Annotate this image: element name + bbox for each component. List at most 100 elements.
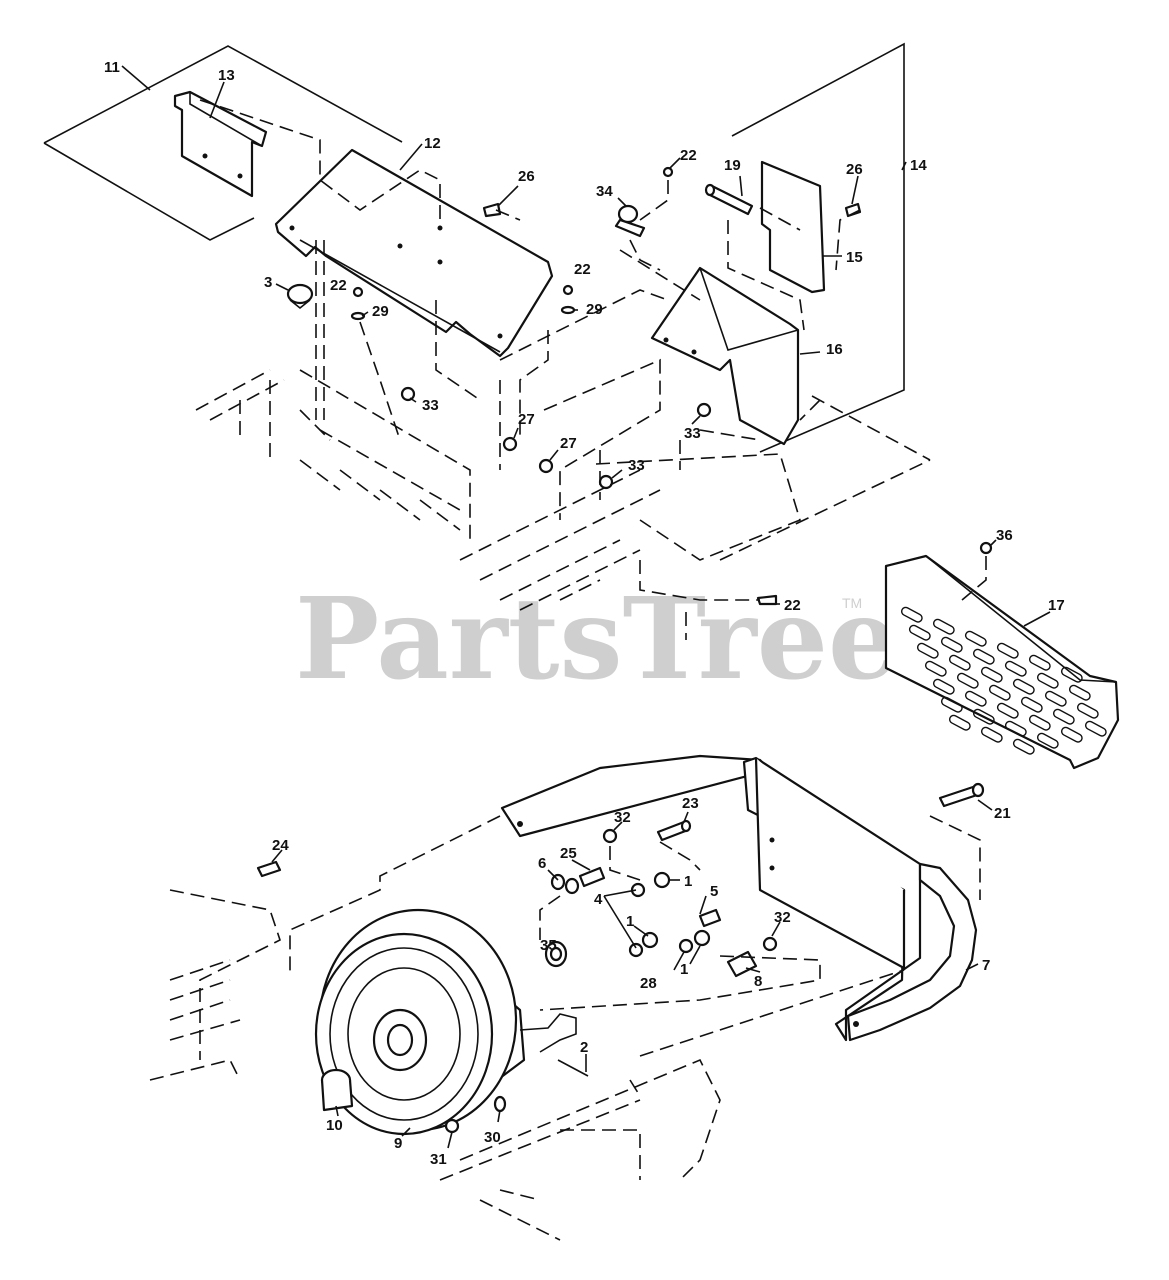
wire-2 (557, 1059, 589, 1077)
washer-29a (350, 311, 366, 321)
callout-13: 13 (218, 67, 235, 84)
grille-slot (1028, 714, 1051, 731)
leader-lines (121, 65, 1051, 1149)
nut-27a (502, 436, 518, 452)
bolt-23 (656, 819, 692, 842)
grille-slot (996, 642, 1019, 659)
washer-29b (560, 305, 576, 315)
callout-29: 29 (586, 301, 603, 318)
knob-3 (286, 283, 314, 310)
plate-15 (760, 160, 826, 294)
grille-slot (1076, 702, 1099, 719)
callout-28: 28 (640, 975, 657, 992)
grille-slot (932, 678, 955, 695)
grille-slot (996, 702, 1019, 719)
grille-slot (988, 684, 1011, 701)
callout-numbers: 11 13 12 26 22 34 19 26 14 15 3 22 29 22… (104, 59, 1065, 1168)
screw-24 (256, 860, 282, 878)
grille-slot (948, 654, 971, 671)
washers-6 (550, 873, 580, 895)
grille-slot (1084, 720, 1107, 737)
screw-36 (979, 541, 993, 555)
grille-slot (908, 624, 931, 641)
callout-14: 14 (910, 157, 927, 174)
nut-32b (762, 936, 778, 952)
grille-slot (1052, 708, 1075, 725)
callout-24: 24 (272, 837, 289, 854)
grille-slot (964, 630, 987, 647)
sleeve-8 (726, 950, 758, 978)
grille-slot (1028, 654, 1051, 671)
grille-slot (1012, 738, 1035, 755)
grille-slot (948, 714, 971, 731)
grille-slot (1036, 732, 1059, 749)
callout-16: 16 (826, 341, 843, 358)
grille-slot (1012, 678, 1035, 695)
screw-22a (662, 166, 674, 178)
grille-slot (980, 666, 1003, 683)
bushing-35 (544, 940, 568, 968)
spacer-4 (628, 882, 646, 958)
callout-11: 11 (104, 59, 120, 76)
nut-32a (602, 828, 618, 844)
grille-slot (964, 690, 987, 707)
callout-26: 26 (846, 161, 863, 178)
washer-1c (693, 929, 711, 947)
bolt-26a (482, 202, 502, 218)
grille-17 (884, 554, 1120, 770)
nut-28 (678, 938, 694, 954)
washer-1b (641, 931, 659, 949)
callout-7: 7 (982, 957, 990, 974)
callout-32: 32 (614, 809, 631, 826)
nut-31 (444, 1118, 460, 1134)
belt-guard-7 (500, 754, 978, 1042)
grille-slot (1060, 726, 1083, 743)
callout-33: 33 (628, 457, 645, 474)
panel-14 (731, 42, 905, 453)
callout-33: 33 (684, 425, 701, 442)
callout-32: 32 (774, 909, 791, 926)
panel-11 (43, 45, 403, 241)
callout-19: 19 (724, 157, 741, 174)
callout-1: 1 (626, 913, 634, 930)
bolt-5 (698, 908, 722, 928)
callout-9: 9 (394, 1135, 402, 1152)
callout-29: 29 (372, 303, 389, 320)
grille-slot (1036, 672, 1059, 689)
callout-1: 1 (680, 961, 688, 978)
grille-slot (940, 636, 963, 653)
callout-22: 22 (784, 597, 801, 614)
callout-5: 5 (710, 883, 718, 900)
nut-33b (696, 402, 712, 418)
callout-21: 21 (994, 805, 1011, 822)
bolt-26b (844, 202, 862, 218)
callout-36: 36 (996, 527, 1013, 544)
callout-2: 2 (580, 1039, 588, 1056)
grille-slot (972, 648, 995, 665)
clip-34 (614, 204, 646, 238)
callout-22: 22 (574, 261, 591, 278)
bracket-16 (650, 266, 800, 446)
callout-4: 4 (594, 891, 603, 908)
pin-19 (704, 183, 754, 216)
callout-22: 22 (330, 277, 347, 294)
callout-12: 12 (424, 135, 441, 152)
watermark-trademark: TM (842, 595, 862, 611)
callout-35: 35 (540, 937, 557, 954)
cover-plate-12 (274, 148, 554, 358)
callout-25: 25 (560, 845, 577, 862)
spacer-10 (320, 1068, 354, 1112)
grille-slot (916, 642, 939, 659)
screw-22c (562, 284, 574, 296)
nut-27b (538, 458, 554, 474)
callout-6: 6 (538, 855, 546, 872)
callout-27: 27 (560, 435, 577, 452)
callout-8: 8 (754, 973, 762, 990)
clutch-9 (314, 908, 577, 1136)
callout-33: 33 (422, 397, 439, 414)
grille-slot (932, 618, 955, 635)
grille-slot (940, 696, 963, 713)
callout-1: 1 (684, 873, 692, 890)
